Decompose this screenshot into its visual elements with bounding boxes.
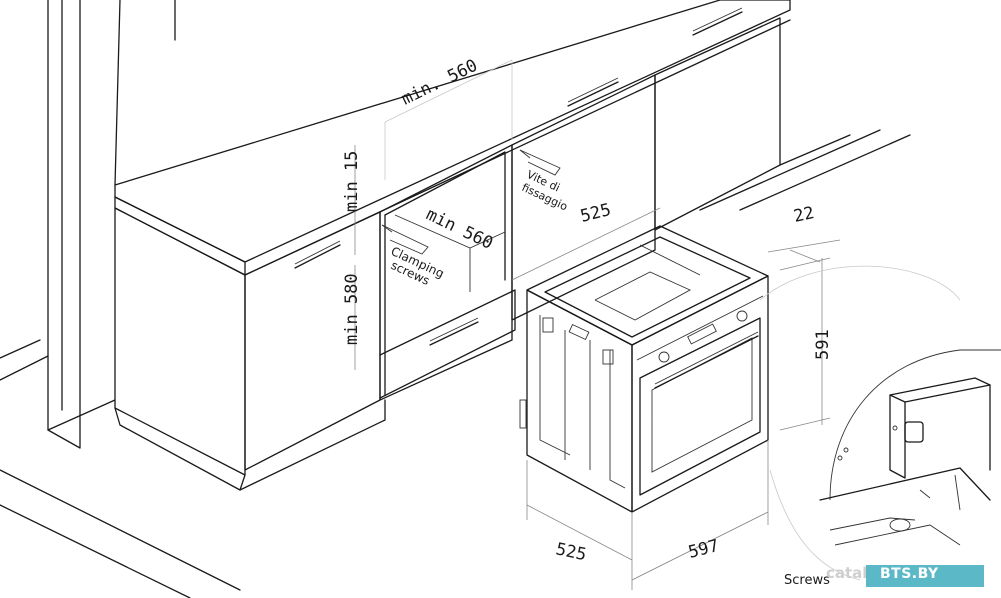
dim-591-label: 591 (813, 329, 833, 360)
oven-unit (519, 225, 769, 513)
min-560-top-label: min. 560 (398, 56, 480, 110)
dim-597-label: 597 (686, 536, 721, 563)
dimension-lines (354, 145, 841, 590)
oven-niche (379, 144, 516, 401)
wall-cabinet-lines (114, 0, 176, 186)
min-560-inner-label: min 560 (423, 205, 496, 254)
watermark-brand: BTS.BY (880, 566, 939, 582)
screw-arrows (381, 149, 561, 255)
min-15-label: min 15 (342, 151, 362, 212)
screws-label: Screws (784, 573, 830, 588)
dim-22-label: 22 (792, 203, 816, 227)
base-cabinet-left (114, 207, 386, 491)
dim-525-top-label: 525 (578, 200, 613, 227)
dim-525-bottom-label: 525 (554, 539, 588, 565)
min-560-top-dimension (384, 59, 513, 180)
base-cabinet-right (511, 7, 911, 321)
wall-pillar (47, 0, 116, 449)
screw-detail-callout (759, 265, 1001, 581)
floor-lines (0, 339, 241, 598)
watermark-prefix: catal (826, 564, 868, 582)
watermark-badge (866, 565, 984, 587)
min-580-label: min 580 (342, 273, 362, 345)
